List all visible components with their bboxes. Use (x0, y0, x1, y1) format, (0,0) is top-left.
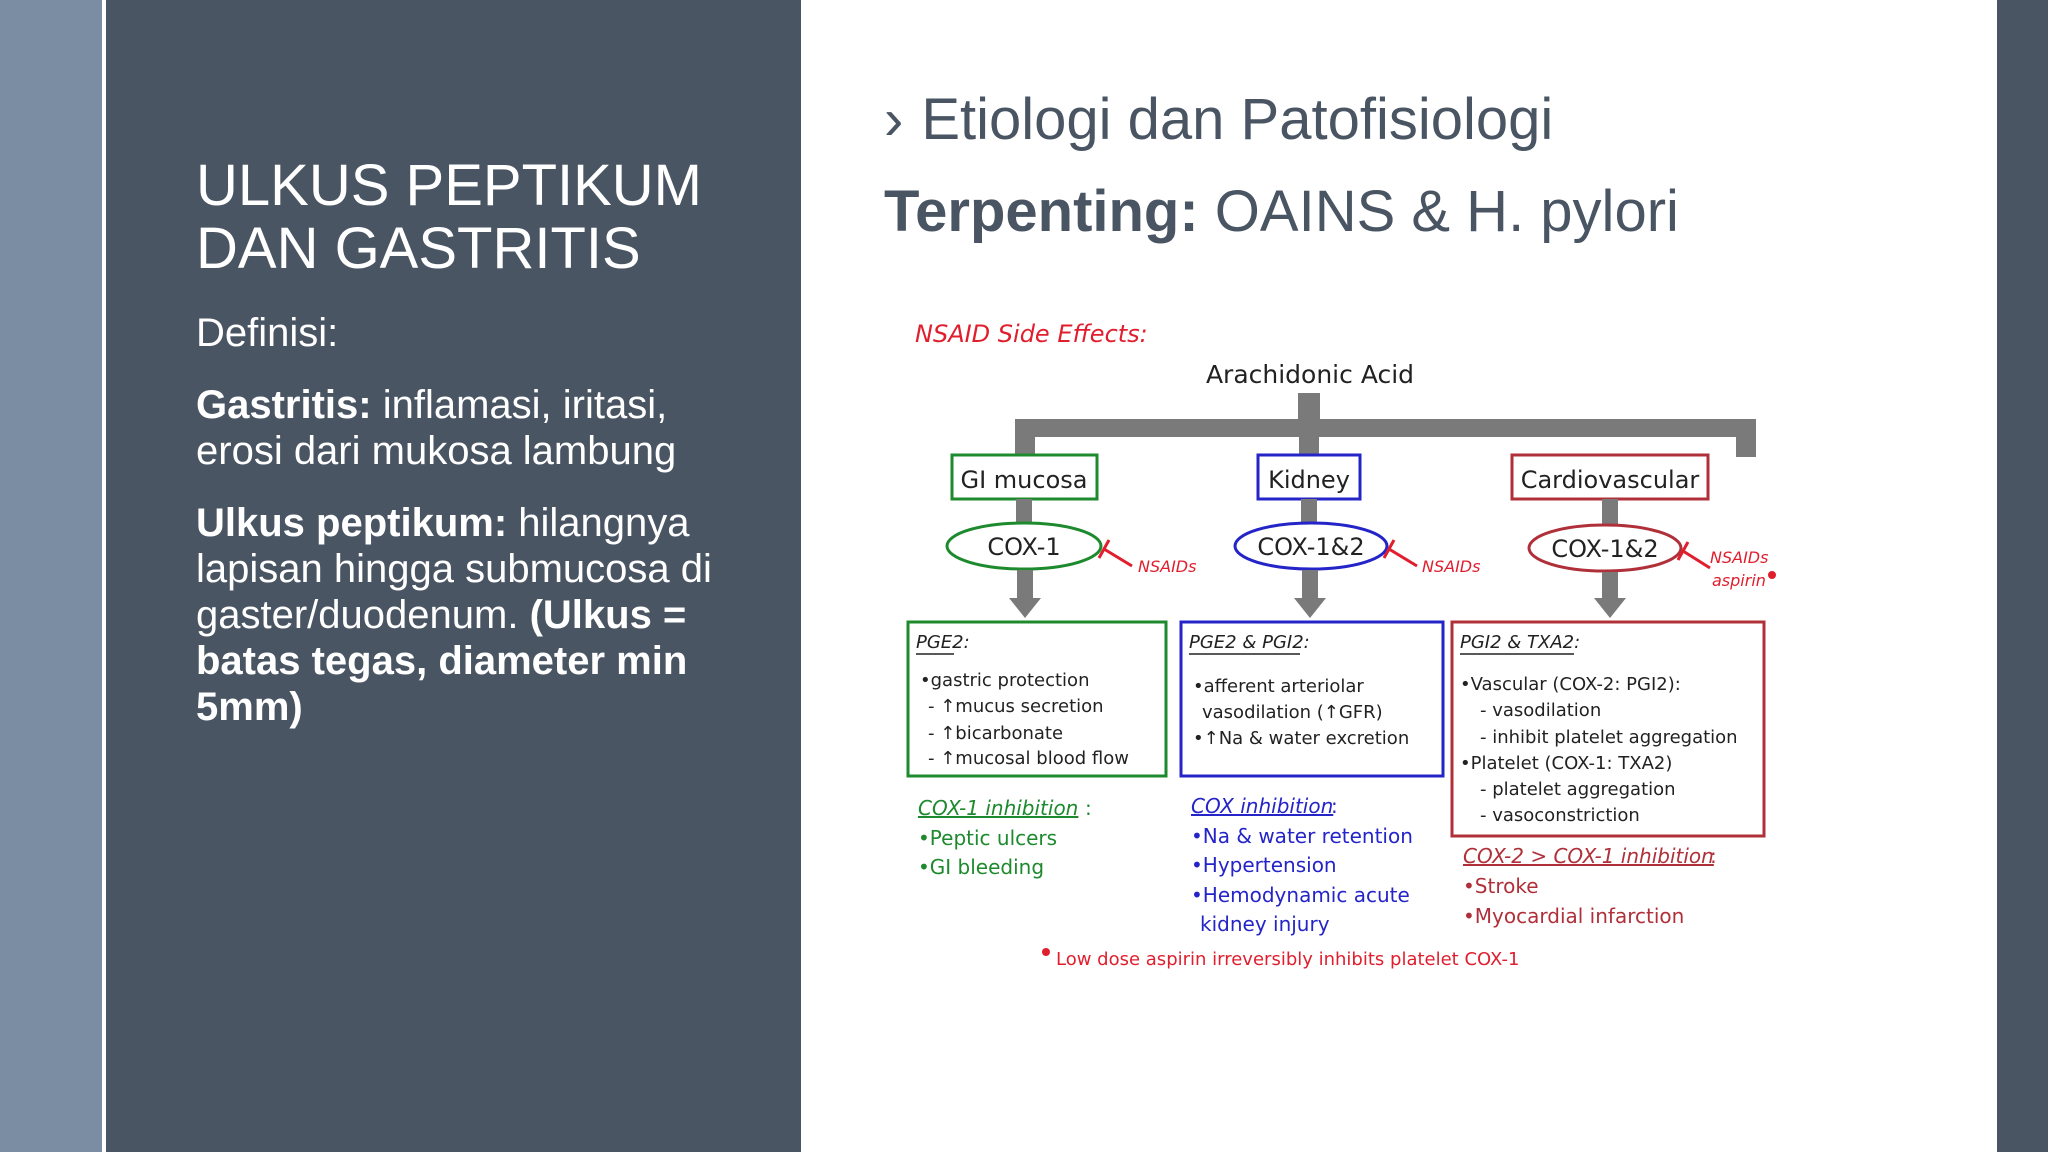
box-pge2-pgi2 (1179, 620, 1445, 778)
gastritis-definition: Gastritis: inflamasi, iritasi, erosi dar… (196, 382, 756, 474)
organ-label-gi: GI mucosa (961, 466, 1088, 494)
subheading-text: OAINS & H. pylori (1198, 179, 1679, 244)
box1-line-2: - ↑mucus secretion (928, 696, 1104, 717)
effect2-colon: : (1331, 794, 1338, 818)
enzyme-cox12-kidney (1233, 521, 1389, 571)
organ-cardiovascular (1510, 453, 1710, 501)
box1-line-3: - ↑bicarbonate (928, 723, 1063, 744)
organ-label-kidney: Kidney (1268, 466, 1350, 494)
effect2-title: COX inhibition (1191, 794, 1333, 818)
box2-line-1: •afferent arteriolar (1193, 676, 1364, 697)
section-heading: › Etiologi dan Patofisiologi (884, 86, 1553, 153)
effect3-colon: : (1710, 844, 1717, 868)
organ-label-cardio: Cardiovascular (1521, 466, 1700, 494)
box3-line-2: - vasodilation (1480, 700, 1601, 721)
effect2-item-2: •Hypertension (1191, 853, 1337, 877)
ulkus-definition: Ulkus peptikum: hilangnya lapisan hingga… (196, 500, 756, 730)
effect3-title: COX-2 > COX-1 inhibition (1463, 844, 1714, 868)
enzyme-label-2: COX-1&2 (1257, 533, 1364, 561)
slide-title: ULKUS PEPTIKUM DAN GASTRITIS (196, 153, 702, 281)
box1-header: PGE2: (916, 632, 970, 653)
section-subheading: Terpenting: OAINS & H. pylori (884, 178, 1679, 245)
box3-line-1: •Vascular (COX-2: PGI2): (1460, 674, 1681, 695)
effect1-colon: : (1085, 796, 1092, 820)
diagram-title: NSAID Side Effects: (915, 320, 1148, 348)
enzyme-label-1: COX-1 (987, 533, 1060, 561)
down-arrows (1009, 570, 1626, 618)
box1-line-1: •gastric protection (920, 670, 1089, 691)
effect3-item-1: •Stroke (1463, 874, 1539, 898)
nsaid-diagram: NSAID Side Effects: Arachidonic Acid GI … (906, 320, 1776, 970)
box2-header: PGE2 & PGI2: (1189, 632, 1310, 653)
nsaid-label-1: NSAIDs (1138, 557, 1196, 576)
heading-bullet: › (884, 87, 904, 152)
effect1-title: COX-1 inhibition (918, 796, 1078, 820)
effect2-item-1: •Na & water retention (1191, 824, 1413, 848)
effect2-item-4: kidney injury (1200, 912, 1330, 936)
left-accent-strip (0, 0, 102, 1152)
footnote: Low dose aspirin irreversibly inhibits p… (1056, 949, 1519, 970)
gastritis-text: inflamasi, iritasi, erosi dari mukosa la… (196, 383, 677, 473)
organ-kidney (1256, 453, 1362, 501)
box-pgi2-txa2 (1450, 620, 1766, 838)
gastritis-term: Gastritis: (196, 383, 372, 427)
root-node: Arachidonic Acid (1206, 360, 1414, 389)
effect1-item-2: •GI bleeding (918, 855, 1044, 879)
box3-line-6: - vasoconstriction (1480, 805, 1640, 826)
ulkus-text: hilangnya lapisan hingga submucosa di ga… (196, 501, 712, 637)
box3-line-5: - platelet aggregation (1480, 779, 1676, 800)
box2-line-2: vasodilation (↑GFR) (1202, 702, 1383, 723)
box-pge2 (906, 620, 1168, 778)
effect1-item-1: •Peptic ulcers (918, 826, 1057, 850)
effect3-item-2: •Myocardial infarction (1463, 904, 1684, 928)
branch-connector (1015, 393, 1756, 457)
box3-header: PGI2 & TXA2: (1460, 632, 1580, 653)
title-panel (106, 0, 801, 1152)
organ-gi-mucosa (950, 453, 1099, 501)
nsaid-label-3: NSAIDs (1710, 548, 1768, 567)
box1-line-4: - ↑mucosal blood flow (928, 748, 1129, 769)
accent-divider (102, 0, 106, 1152)
ulkus-term: Ulkus peptikum: (196, 501, 508, 545)
heading-text: Etiologi dan Patofisiologi (921, 87, 1554, 152)
nsaid-label-2: NSAIDs (1422, 557, 1480, 576)
aspirin-marker (1768, 571, 1776, 579)
box2-line-3: •↑Na & water excretion (1193, 728, 1409, 749)
subheading-term: Terpenting: (884, 179, 1199, 244)
footnote-marker (1042, 948, 1050, 956)
aspirin-label: aspirin (1712, 571, 1766, 590)
inhibitor-marks (1097, 539, 1711, 570)
right-accent-strip (1997, 0, 2048, 1152)
box3-line-4: •Platelet (COX-1: TXA2) (1460, 753, 1672, 774)
effect2-item-3: •Hemodynamic acute (1191, 883, 1410, 907)
box3-line-3: - inhibit platelet aggregation (1480, 727, 1738, 748)
ulkus-note: (Ulkus = batas tegas, diameter min 5mm) (196, 593, 688, 729)
definition-label: Definisi: (196, 311, 339, 355)
enzyme-cox12-cardio (1527, 523, 1683, 573)
left-content: ULKUS PEPTIKUM DAN GASTRITIS Definisi: G… (196, 154, 756, 756)
enzyme-label-3: COX-1&2 (1551, 535, 1658, 563)
enzyme-cox1 (945, 521, 1103, 571)
